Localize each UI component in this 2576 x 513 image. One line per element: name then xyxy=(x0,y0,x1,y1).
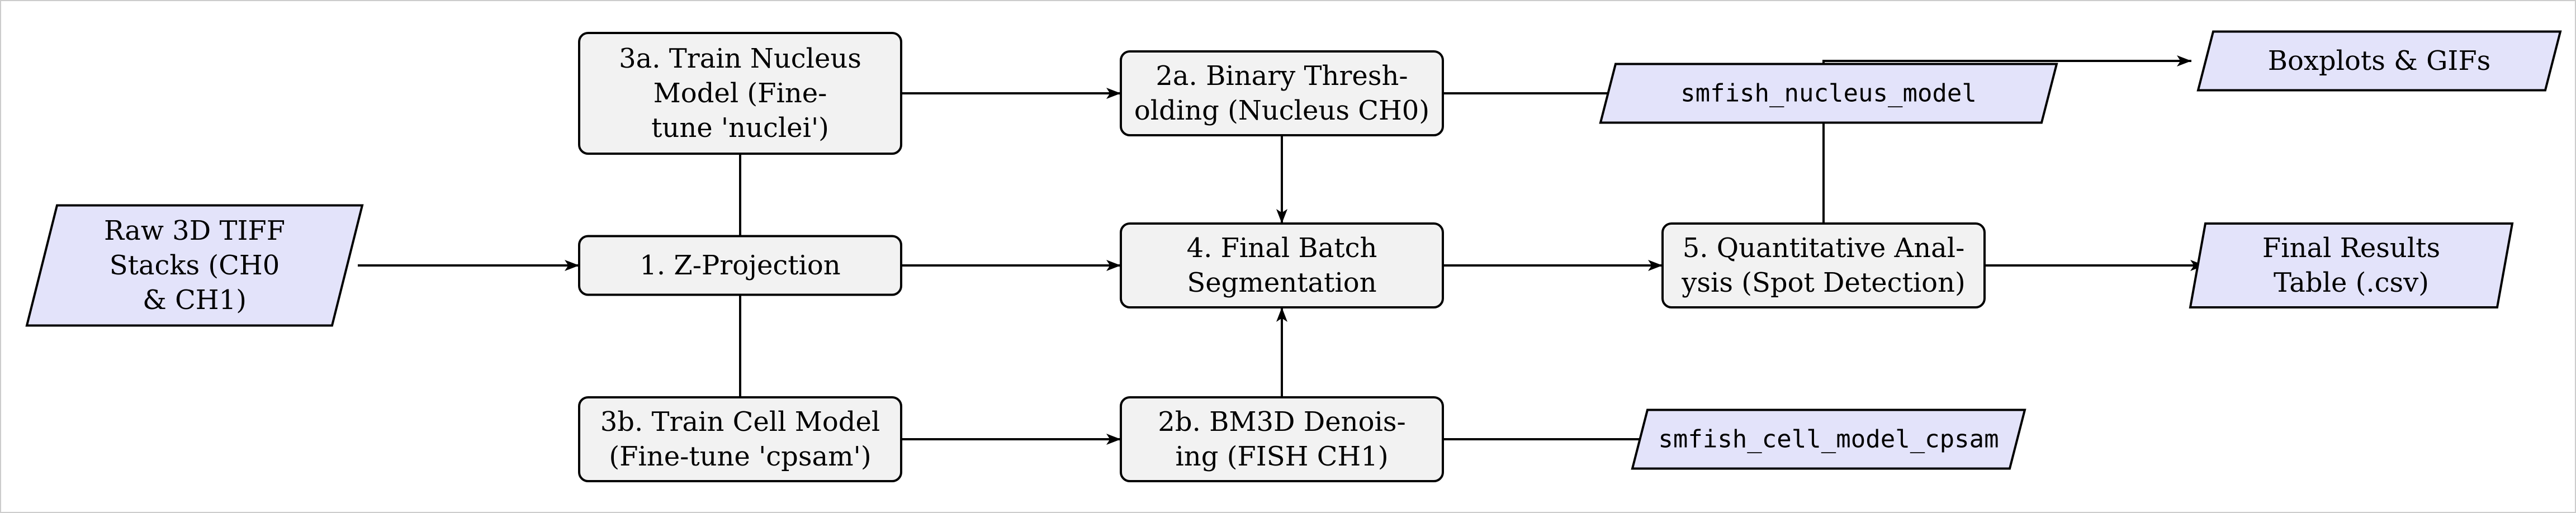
arrow-head xyxy=(1276,209,1287,224)
node-label-line: 4. Final Batch xyxy=(1187,232,1377,264)
node-label-line: tune 'nuclei') xyxy=(651,112,829,144)
process-box xyxy=(1120,396,1444,482)
nodes-layer: Raw 3D TIFF Stacks (CH0& CH1) 1. Z-Project… xyxy=(25,30,2562,482)
node-label-line: (Fine-tune 'cpsam') xyxy=(609,441,871,472)
process-box xyxy=(578,32,902,155)
edge-thresh-to-seg xyxy=(1276,135,1287,224)
edge-quant-to-plots xyxy=(1822,55,2191,224)
node-label-line: ysis (Spot Detection) xyxy=(1681,267,1965,298)
process-box xyxy=(1661,222,1986,308)
node-label-line: Table (.csv) xyxy=(2274,267,2429,298)
arrow-head xyxy=(1276,307,1287,322)
node-thresh: 2a. Binary Thresh-olding (Nucleus CH0) xyxy=(1120,50,1444,136)
arrow-head xyxy=(1648,260,1663,271)
process-box xyxy=(1120,50,1444,136)
edges-layer xyxy=(358,55,2205,481)
edge-zproj-to-seg xyxy=(901,260,1121,271)
process-box xyxy=(578,235,902,296)
node-label-line: Stacks (CH0 xyxy=(110,250,280,281)
arrow-head xyxy=(1106,88,1121,99)
arrow-head xyxy=(1106,260,1121,271)
edge-raw-to-zproj xyxy=(358,260,579,271)
node-label-line: Final Results xyxy=(2262,232,2440,264)
process-box xyxy=(1120,222,1444,308)
arrow-head xyxy=(1106,434,1121,445)
node-label-line: Model (Fine- xyxy=(654,78,827,109)
node-label-line: 1. Z-Projection xyxy=(640,250,840,281)
data-parallelogram xyxy=(1599,63,2058,124)
node-label-line: 3a. Train Nucleus xyxy=(619,43,861,74)
node-label-line: smfish_cell_model_cpsam xyxy=(1658,425,1999,454)
node-train-cell: 3b. Train Cell Model(Fine-tune 'cpsam') xyxy=(578,396,902,482)
node-denoise: 2b. BM3D Denois-ing (FISH CH1) xyxy=(1120,396,1444,482)
node-label-line: & CH1) xyxy=(143,284,247,316)
node-label-line: olding (Nucleus CH0) xyxy=(1134,95,1429,126)
node-label-line: smfish_nucleus_model xyxy=(1680,79,1977,108)
node-zproj: 1. Z-Projection xyxy=(578,235,902,296)
node-label-line: 2b. BM3D Denois- xyxy=(1158,406,1405,438)
data-parallelogram xyxy=(25,204,364,327)
node-label-line: Boxplots & GIFs xyxy=(2268,45,2491,77)
data-parallelogram xyxy=(2196,30,2562,92)
node-label-line: 5. Quantitative Anal- xyxy=(1683,232,1965,264)
node-label-line: 3b. Train Cell Model xyxy=(600,406,880,438)
edge-train_cell-to-denoise xyxy=(901,434,1121,445)
arrow-head xyxy=(565,260,579,271)
data-parallelogram xyxy=(2189,222,2514,308)
node-label-line: ing (FISH CH1) xyxy=(1175,441,1388,472)
edge-train_nuc-to-thresh xyxy=(901,88,1121,99)
arrow-head xyxy=(2177,55,2191,66)
process-box xyxy=(578,396,902,482)
node-cell-model: smfish_cell_model_cpsam xyxy=(1631,408,2026,470)
node-label-line: Raw 3D TIFF xyxy=(104,215,285,246)
node-label-line: 2a. Binary Thresh- xyxy=(1156,60,1408,92)
node-raw: Raw 3D TIFF Stacks (CH0& CH1) xyxy=(25,204,364,327)
data-parallelogram xyxy=(1631,408,2026,470)
node-nuc-model: smfish_nucleus_model xyxy=(1599,63,2058,124)
node-label-line: Segmentation xyxy=(1187,267,1376,298)
edge-line xyxy=(1822,60,2191,224)
node-quant: 5. Quantitative Anal-ysis (Spot Detectio… xyxy=(1661,222,1986,308)
edge-seg-to-quant xyxy=(1443,260,1663,271)
node-plots: Boxplots & GIFs xyxy=(2196,30,2562,92)
